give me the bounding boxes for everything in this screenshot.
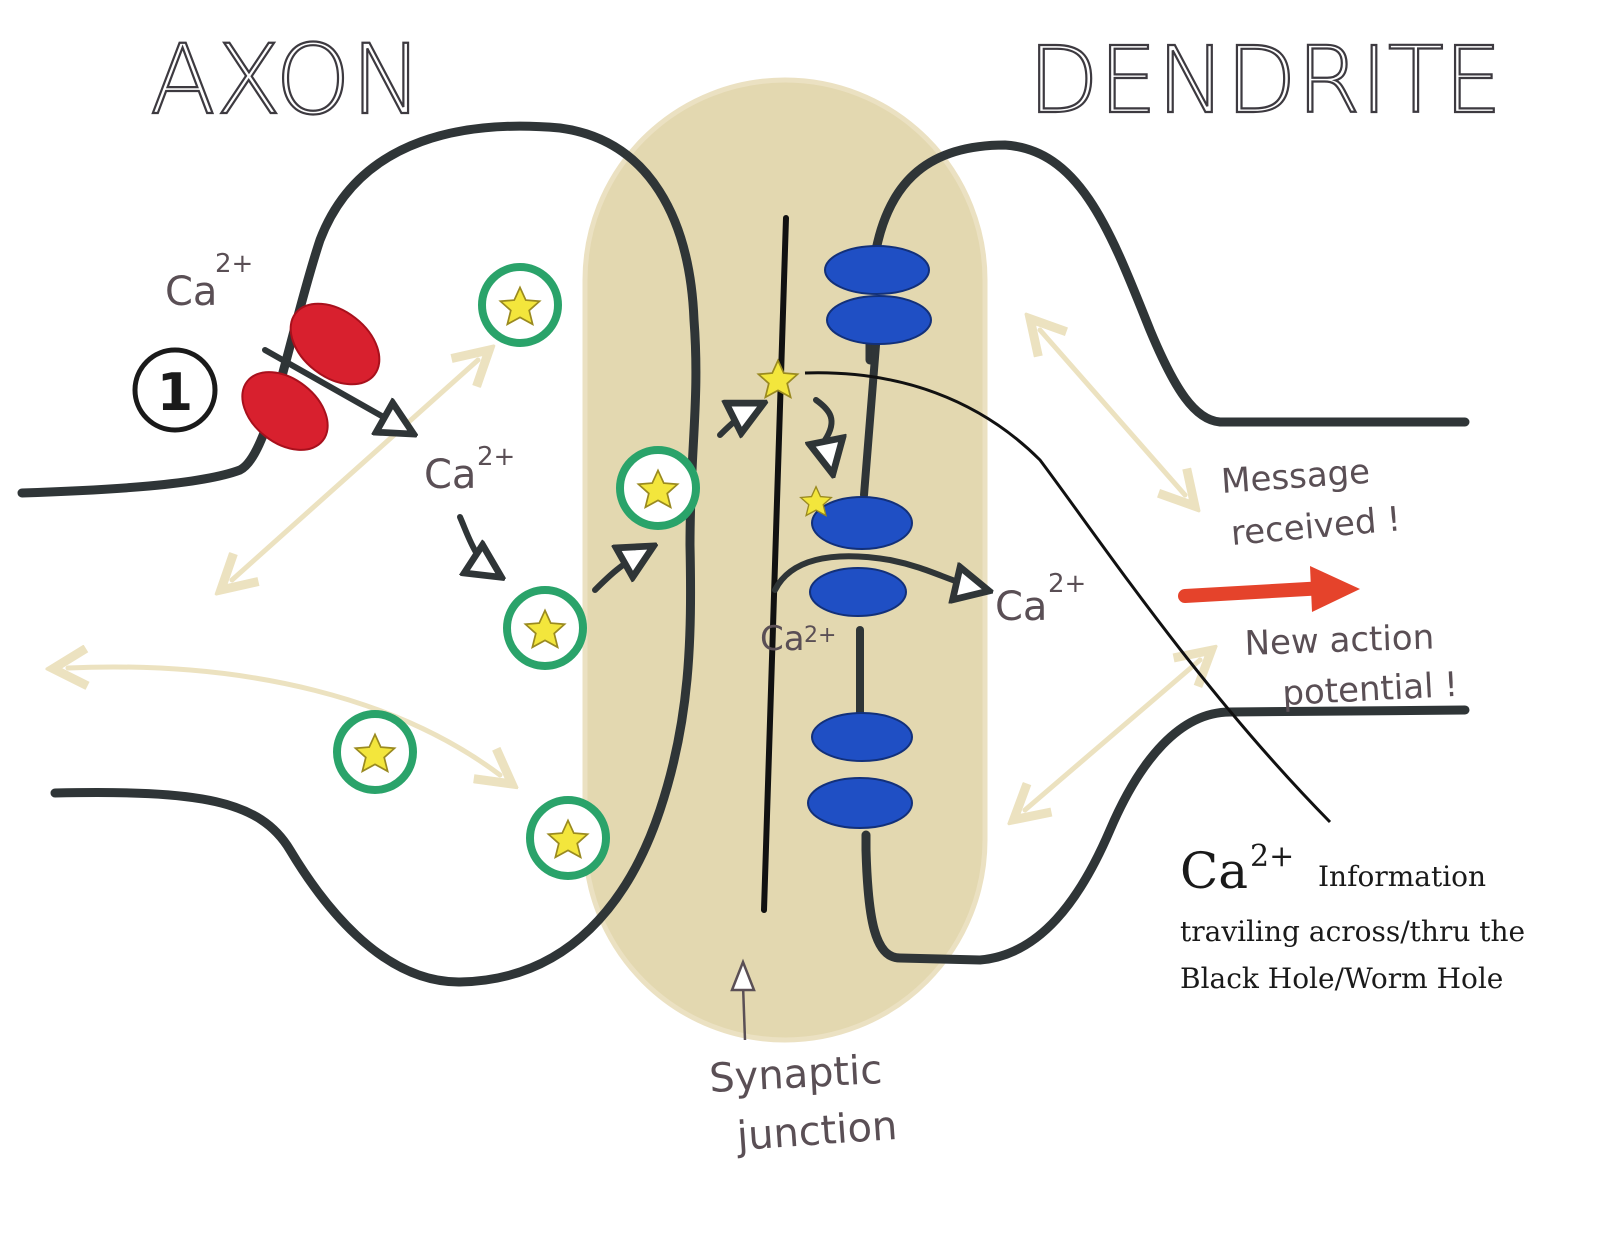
cream-double-arrows bbox=[68, 330, 1200, 810]
svg-text:2+: 2+ bbox=[215, 249, 253, 279]
step-number: 1 bbox=[157, 363, 193, 423]
junction-pointer-arrow bbox=[730, 958, 756, 1041]
vesicles bbox=[333, 263, 700, 880]
svg-text:Synaptic: Synaptic bbox=[708, 1047, 883, 1102]
message-received-label: Message received ! bbox=[1220, 452, 1403, 554]
receptor-icon bbox=[811, 496, 913, 550]
receptor-icon bbox=[807, 777, 913, 829]
svg-text:Information: Information bbox=[1318, 860, 1486, 893]
receptor-icon bbox=[809, 567, 907, 617]
svg-text:Ca: Ca bbox=[1180, 842, 1248, 900]
ca-label-channel: Ca 2+ bbox=[165, 249, 253, 315]
svg-text:Ca: Ca bbox=[424, 452, 476, 498]
svg-text:2+: 2+ bbox=[477, 442, 515, 472]
synaptic-junction-label: Synaptic junction bbox=[708, 1047, 899, 1160]
flow-arrows bbox=[262, 347, 985, 590]
svg-text:Ca: Ca bbox=[995, 584, 1047, 630]
svg-text:traviling across/thru the: traviling across/thru the bbox=[1180, 915, 1525, 948]
svg-text:2+: 2+ bbox=[1048, 569, 1086, 599]
svg-text:potential !: potential ! bbox=[1281, 665, 1459, 714]
axon-title: AXON bbox=[150, 24, 423, 136]
ca-label-post-left: Ca 2+ bbox=[760, 619, 836, 659]
svg-text:New action: New action bbox=[1244, 617, 1435, 664]
receptor-icon bbox=[826, 295, 932, 345]
step-marker: 1 bbox=[132, 347, 218, 433]
calcium-channel-icon bbox=[241, 302, 381, 451]
star-vesicle-icon bbox=[503, 586, 587, 670]
new-action-potential-label: New action potential ! bbox=[1244, 617, 1459, 714]
receptor-stalks bbox=[856, 341, 880, 724]
star-vesicle-icon bbox=[478, 263, 562, 347]
dendrite-title: DENDRITE bbox=[1028, 27, 1502, 134]
information-pointer-line bbox=[804, 371, 1332, 824]
star-vesicle-icon bbox=[616, 446, 700, 530]
svg-text:Ca: Ca bbox=[760, 619, 805, 659]
cleft-barrier-line bbox=[761, 215, 789, 913]
receptor-icon bbox=[807, 245, 932, 829]
receptor-icon bbox=[824, 245, 930, 295]
information-caption: Ca 2+ Information traviling across/thru … bbox=[1180, 839, 1525, 995]
svg-text:Message: Message bbox=[1220, 452, 1371, 502]
ca-label-inside: Ca 2+ bbox=[424, 442, 515, 498]
svg-text:received !: received ! bbox=[1229, 499, 1402, 554]
svg-text:Ca: Ca bbox=[165, 269, 217, 315]
receptor-icon bbox=[811, 712, 913, 762]
svg-text:junction: junction bbox=[734, 1103, 898, 1160]
ca-label-post-right: Ca 2+ bbox=[995, 569, 1086, 630]
svg-text:2+: 2+ bbox=[1250, 839, 1294, 874]
star-vesicle-icon bbox=[526, 796, 610, 880]
action-potential-arrow-icon bbox=[1178, 566, 1360, 612]
star-vesicle-icon bbox=[333, 710, 417, 794]
svg-text:Black Hole/Worm Hole: Black Hole/Worm Hole bbox=[1180, 962, 1503, 995]
svg-text:2+: 2+ bbox=[804, 623, 836, 648]
